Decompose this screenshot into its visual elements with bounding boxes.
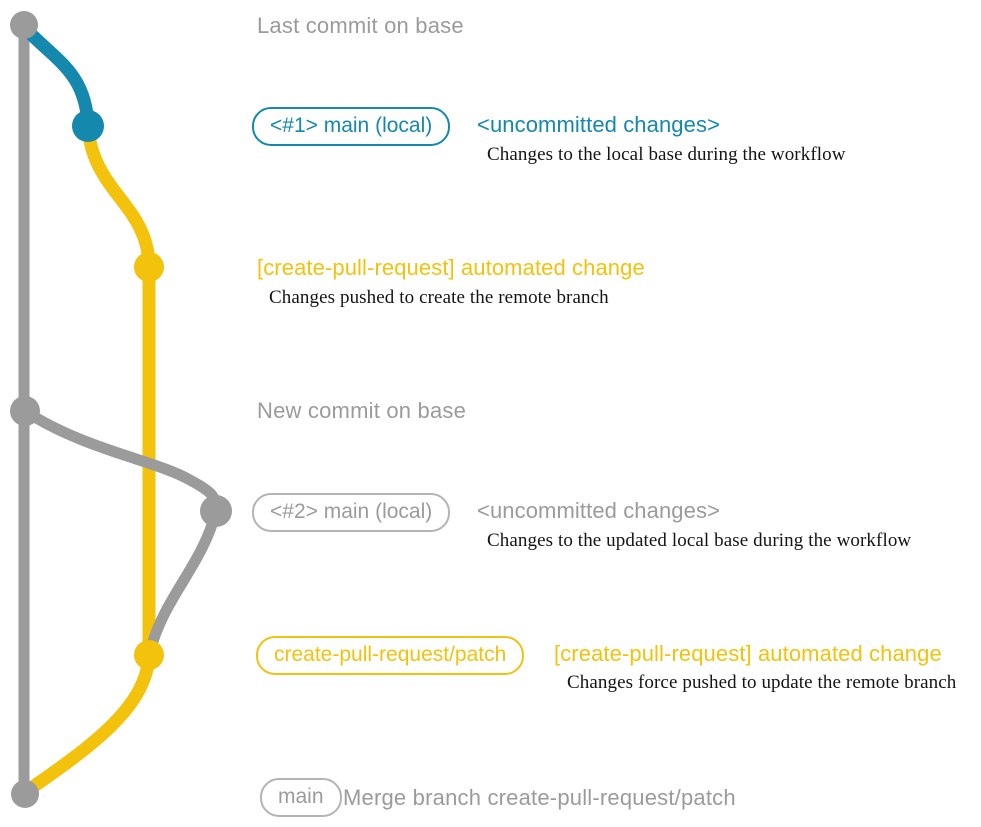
commit-dot-merge-commit: [11, 780, 39, 808]
caption-merge-branch: Merge branch create-pull-request/patch: [343, 785, 736, 810]
branch-badge-main-local-1: <#1> main (local): [252, 107, 451, 146]
heading-automated-change-1: [create-pull-request] automated change: [257, 255, 645, 280]
branch-badge-main: main: [260, 778, 342, 817]
commit-dot-new-commit-on-base: [10, 396, 40, 426]
heading-uncommitted-changes-1: <uncommitted changes>: [477, 112, 721, 137]
heading-automated-change-2: [create-pull-request] automated change: [554, 641, 942, 666]
heading-uncommitted-changes-2: <uncommitted changes>: [477, 498, 721, 523]
updated-local-branch-line-merge: [144, 505, 222, 658]
description-changes-force-pushed: Changes force pushed to update the remot…: [567, 672, 957, 693]
local-main-branch-line: [18, 21, 95, 133]
updated-local-branch-line-out: [19, 405, 222, 517]
commit-dot-automated-change-2: [134, 640, 164, 670]
description-local-base-changes: Changes to the local base during the wor…: [487, 144, 846, 165]
description-updated-local-base-changes: Changes to the updated local base during…: [487, 530, 912, 551]
caption-last-commit-on-base: Last commit on base: [257, 13, 464, 38]
commit-dot-uncommitted-changes-1: [72, 110, 104, 142]
commit-dot-last-commit-on-base: [10, 11, 38, 39]
commit-dot-automated-change-1: [134, 252, 164, 282]
branch-badge-main-local-2: <#2> main (local): [252, 493, 451, 532]
commit-dot-uncommitted-changes-2: [200, 495, 232, 527]
commit-graph: [10, 11, 232, 808]
branch-badge-create-pull-request-patch: create-pull-request/patch: [256, 636, 525, 675]
description-changes-pushed: Changes pushed to create the remote bran…: [269, 287, 609, 308]
caption-new-commit-on-base: New commit on base: [257, 398, 467, 423]
